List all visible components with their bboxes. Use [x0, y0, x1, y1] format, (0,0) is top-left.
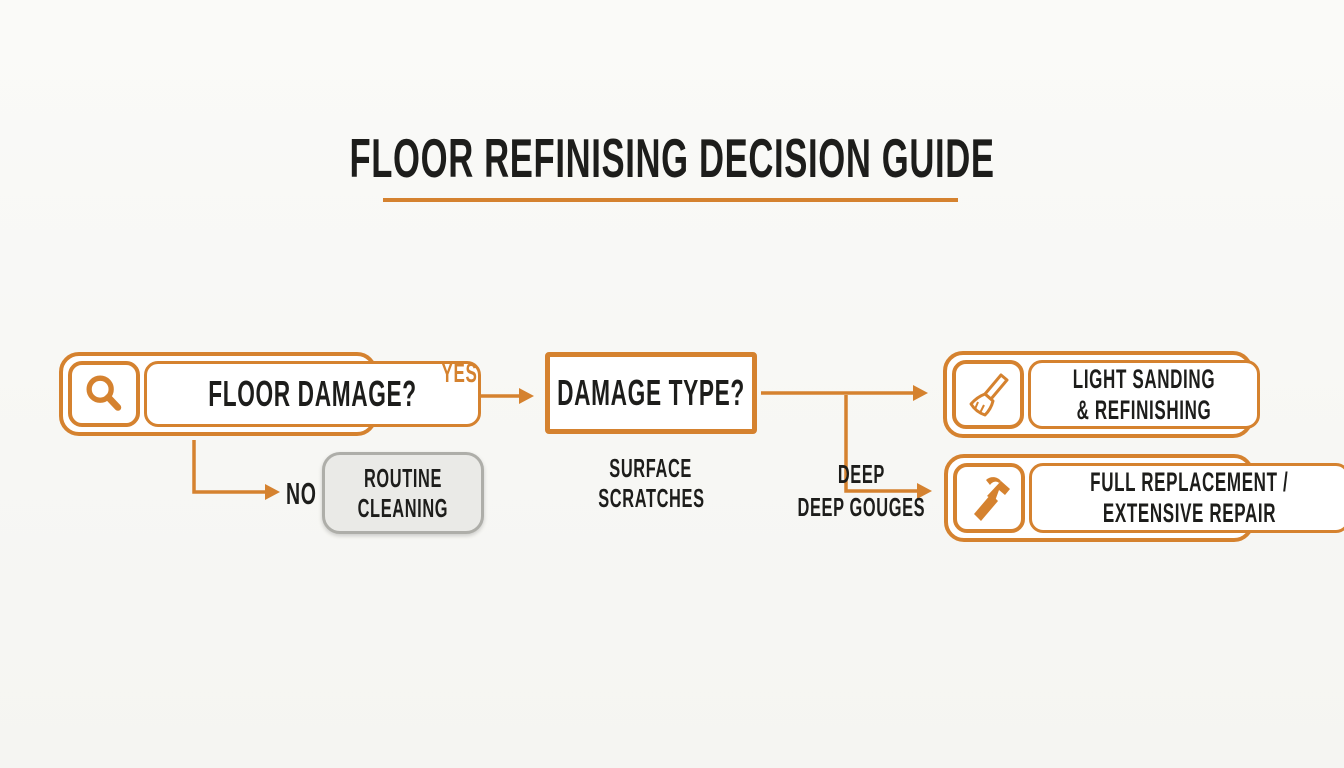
deep-line2: DEEP GOUGES [797, 492, 925, 522]
broom-icon [969, 373, 1009, 416]
routine-cleaning-line1: ROUTINE [363, 463, 443, 493]
edge-label-deep-gouges: DEEP DEEP GOUGES [786, 458, 936, 524]
magnifier-icon-cell [68, 361, 140, 427]
edge-label-no: NO [276, 476, 326, 512]
full-replacement-line1: FULL REPLACEMENT / [1090, 467, 1289, 497]
title-underline [383, 198, 958, 202]
node-floor-damage-label: FLOOR DAMAGE? [208, 373, 417, 414]
light-sanding-line1: LIGHT SANDING [1072, 363, 1216, 394]
hammer-icon [974, 477, 1010, 521]
edge-label-no-text: NO [285, 476, 317, 511]
node-damage-type-label: DAMAGE TYPE? [557, 372, 745, 413]
routine-cleaning-line2: CLEANING [357, 493, 449, 523]
surface-line1: SURFACE [609, 453, 693, 483]
page-title-wrap: FLOOR REFINISING DECISION GUIDE [0, 126, 1344, 190]
edge-label-yes-text: YES [442, 358, 478, 388]
node-routine-cleaning: ROUTINE CLEANING [322, 452, 484, 534]
sanding-arrowhead [913, 385, 928, 401]
yes-arrowhead [519, 388, 534, 404]
surface-line2: SCRATCHES [597, 483, 705, 513]
hammer-icon-cell [953, 463, 1025, 533]
edge-label-yes: YES [425, 358, 495, 389]
full-replacement-line2: EXTENSIVE REPAIR [1102, 498, 1276, 528]
node-full-replacement-label-cell: FULL REPLACEMENT / EXTENSIVE REPAIR [1029, 463, 1344, 533]
page-title: FLOOR REFINISING DECISION GUIDE [349, 127, 995, 189]
node-light-sanding-label-cell: LIGHT SANDING & REFINISHING [1028, 360, 1260, 429]
edge-label-surface-scratches: SURFACE SCRATCHES [566, 453, 736, 513]
deep-line1: DEEP [837, 459, 885, 489]
light-sanding-line2: & REFINISHING [1076, 394, 1212, 425]
node-floor-damage-label-cell: FLOOR DAMAGE? [144, 361, 481, 427]
node-damage-type: DAMAGE TYPE? [545, 352, 757, 434]
node-full-replacement: FULL REPLACEMENT / EXTENSIVE REPAIR [944, 454, 1344, 542]
node-floor-damage: FLOOR DAMAGE? [59, 352, 481, 436]
no-arrow-line [192, 440, 265, 494]
broom-icon-cell [952, 360, 1024, 429]
node-light-sanding: LIGHT SANDING & REFINISHING [943, 351, 1260, 438]
magnifier-icon [86, 375, 122, 411]
